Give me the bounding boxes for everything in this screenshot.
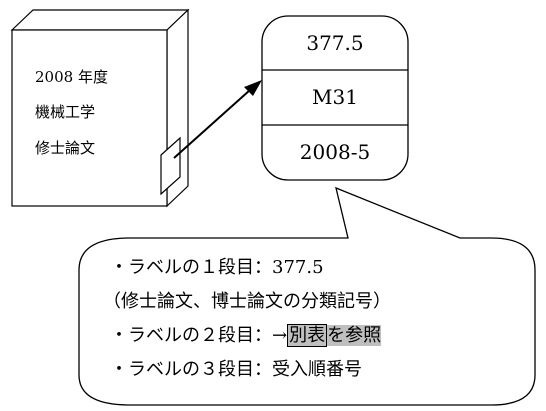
book-title-type: 修士論文: [35, 139, 96, 157]
label-tier-3: 2008-5: [299, 140, 371, 164]
book-title-year: 2008 年度: [35, 68, 108, 86]
separate-table-link[interactable]: 別表: [287, 324, 328, 347]
label-outline: [261, 15, 409, 181]
label-tier-1: 377.5: [306, 31, 364, 55]
book-top-face: [10, 9, 190, 31]
bubble-line-tier2-prefix: ・ラベルの２段目：→: [110, 325, 288, 346]
book-front-face: [11, 29, 168, 207]
bubble-line-tier3: ・ラベルの３段目：受入順番号: [110, 359, 362, 380]
label-tier-2: M31: [312, 85, 358, 109]
book-title-dept: 機械工学: [35, 103, 96, 121]
pointer-arrow: [173, 80, 262, 159]
arrow-head: [244, 80, 262, 96]
book-illustration: [10, 8, 190, 208]
bubble-line-tier2: ・ラベルの２段目：→別表を参照: [110, 324, 382, 347]
spine-label-sticker: [160, 136, 181, 196]
speech-bubble: [78, 186, 536, 406]
bubble-line-tier1: ・ラベルの１段目：377.5: [110, 257, 324, 278]
see-reference-text: を参照: [327, 325, 382, 346]
bubble-line-note: （修士論文、博士論文の分類記号）: [103, 291, 391, 312]
call-number-label: [261, 15, 409, 181]
arrow-shaft: [173, 89, 251, 159]
